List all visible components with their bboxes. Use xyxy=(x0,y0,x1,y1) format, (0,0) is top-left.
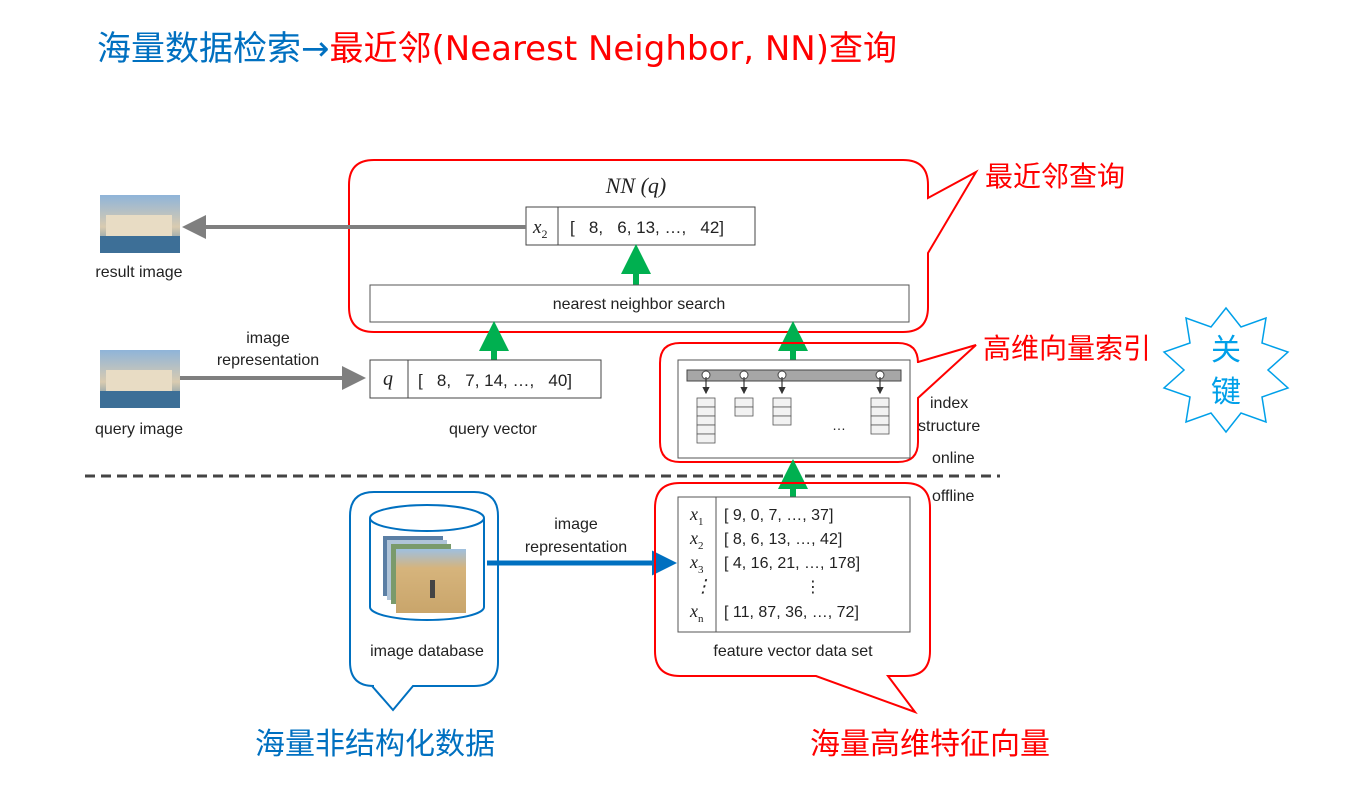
image-representation-label: image xyxy=(554,516,598,533)
index-structure-label: structure xyxy=(918,418,980,435)
feature-row: ⋮⋮ xyxy=(694,576,821,596)
index-bucket xyxy=(870,370,890,435)
feature-row: x3[ 4, 16, 21, …, 178] xyxy=(689,552,860,576)
offline-label: offline xyxy=(932,488,975,505)
index-bucket xyxy=(734,370,754,417)
svg-text:[ 8, 7, 14, …, 40]: [ 8, 7, 14, …, 40] xyxy=(418,371,572,390)
image-representation-label: representation xyxy=(525,539,627,556)
svg-text:x2: x2 xyxy=(532,217,547,241)
title-part-retrieval: 海量数据检索→ xyxy=(97,29,330,69)
unstructured-callout xyxy=(349,491,499,712)
svg-text:[ 11, 87, 36, …, 72]: [ 11, 87, 36, …, 72] xyxy=(724,604,859,621)
index-structure xyxy=(677,359,911,459)
page-title: 海量数据检索→最近邻(Nearest Neighbor, NN)查询 xyxy=(97,29,897,69)
index-structure-label: index xyxy=(930,395,968,412)
feature-set-label: feature vector data set xyxy=(713,643,873,660)
online-label: online xyxy=(932,450,975,467)
svg-text:[ 9, 0, 7, …, 37]: [ 9, 0, 7, …, 37] xyxy=(724,507,833,524)
svg-text:q: q xyxy=(383,368,393,390)
database-cylinder xyxy=(369,504,485,621)
title-part-nn: 最近邻(Nearest Neighbor, NN)查询 xyxy=(330,29,898,69)
result-image xyxy=(100,195,180,253)
nn-query-callout xyxy=(348,159,979,333)
query-vector: q [ 8, 7, 14, …, 40] xyxy=(369,359,602,399)
query-image xyxy=(100,350,180,408)
feature-row: x1[ 9, 0, 7, …, 37] xyxy=(689,504,833,528)
nn-query-callout-label: 最近邻查询 xyxy=(985,160,1125,193)
index-bucket xyxy=(696,370,716,444)
nn-search-label: nearest neighbor search xyxy=(553,296,726,313)
svg-text:⋮: ⋮ xyxy=(694,576,712,596)
svg-text:[ 8, 6, 13, …, 42]: [ 8, 6, 13, …, 42] xyxy=(724,531,842,548)
index-callout-label: 高维向量索引 xyxy=(983,332,1151,365)
svg-text:⋮: ⋮ xyxy=(805,579,821,596)
svg-text:[ 4, 16, 21, …, 178]: [ 4, 16, 21, …, 178] xyxy=(724,555,860,572)
svg-text:[ 8, 6, 13, …, 42]: [ 8, 6, 13, …, 42] xyxy=(570,218,724,237)
image-representation-label: representation xyxy=(217,352,319,369)
unstructured-data-label: 海量非结构化数据 xyxy=(255,727,495,762)
high-dim-vectors-label: 海量高维特征向量 xyxy=(810,727,1050,762)
key-badge-char: 键 xyxy=(1211,375,1241,410)
index-bucket xyxy=(772,370,792,426)
key-badge-char: 关 xyxy=(1211,333,1241,368)
query-image-label: query image xyxy=(95,421,183,438)
image-representation-label: image xyxy=(246,330,290,347)
nn-search-box xyxy=(369,284,910,323)
feature-vector-table: x1[ 9, 0, 7, …, 37]x2[ 8, 6, 13, …, 42]x… xyxy=(677,496,911,633)
result-vector: x2 [ 8, 6, 13, …, 42] xyxy=(525,206,756,246)
query-vector-label: query vector xyxy=(449,421,538,438)
image-database-label: image database xyxy=(370,643,484,660)
key-badge-star xyxy=(1162,306,1290,434)
nn-q-label: NN (q) xyxy=(605,173,667,198)
index-ellipsis: … xyxy=(832,417,846,433)
index-callout xyxy=(659,342,977,463)
result-image-label: result image xyxy=(95,264,182,281)
vectors-callout xyxy=(654,482,931,715)
